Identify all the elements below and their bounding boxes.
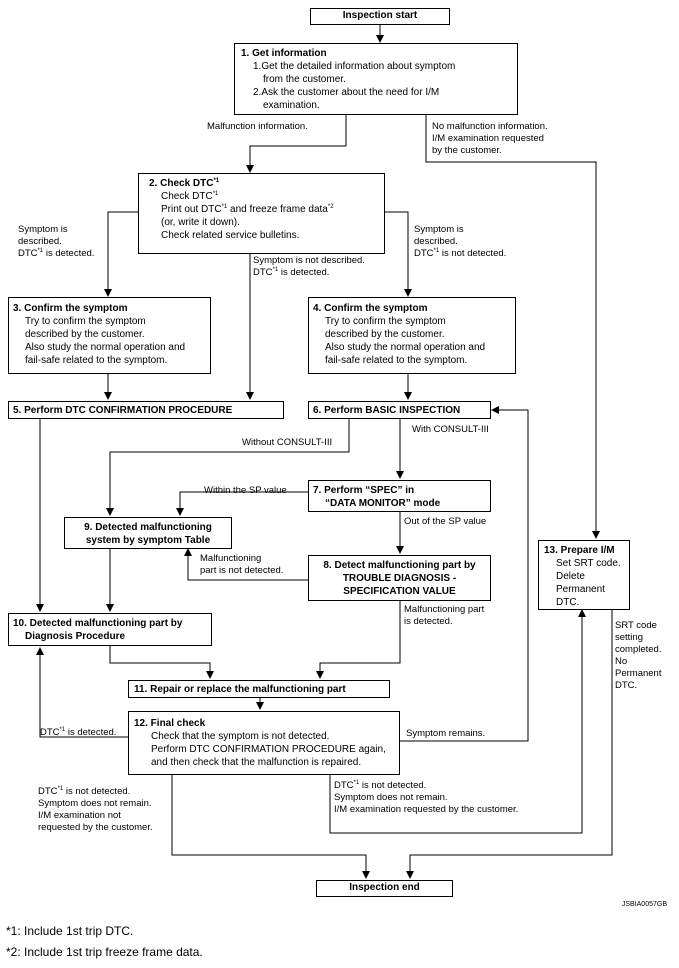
label-out-sp: Out of the SP value xyxy=(404,516,487,527)
arrow-6-to-9 xyxy=(106,419,350,516)
step-1-line: examination. xyxy=(263,100,320,111)
arrow-8-to-9 xyxy=(184,548,308,581)
inspection-end-box: Inspection end xyxy=(316,880,453,897)
step-6-title: 6. Perform BASIC INSPECTION xyxy=(313,405,461,416)
step-5-dtc-confirmation: 5. Perform DTC CONFIRMATION PROCEDURE xyxy=(8,401,284,419)
step-11-title: 11. Repair or replace the malfunctioning… xyxy=(134,684,346,695)
label-dtc-detected: DTC*1 is detected. xyxy=(40,727,117,738)
step-2-line: Check DTC*1 xyxy=(161,191,219,202)
step-13-line: Permanent xyxy=(556,584,605,595)
step-8-title: 8. Detect malfunctioning part by xyxy=(323,560,476,571)
step-1-line: from the customer. xyxy=(263,74,346,85)
step-13-prepare-im: 13. Prepare I/M Set SRT code. Delete Per… xyxy=(538,540,630,610)
step-3-line: fail-safe related to the symptom. xyxy=(25,355,168,366)
step-1-line: 1.Get the detailed information about sym… xyxy=(253,61,456,72)
label-bottom-left: DTC*1 is not detected. Symptom does not … xyxy=(38,786,153,833)
step-4-line: fail-safe related to the symptom. xyxy=(325,355,468,366)
arrow-8-to-11 xyxy=(316,601,401,679)
step-13-title: 13. Prepare I/M xyxy=(544,545,615,556)
step-8-title: TROUBLE DIAGNOSIS - xyxy=(342,573,457,584)
step-12-final-check: 12. Final check Check that the symptom i… xyxy=(128,711,400,775)
step-4-line: Also study the normal operation and xyxy=(325,342,486,353)
arrow-7-to-9 xyxy=(176,491,308,516)
label-without-consult: Without CONSULT-III xyxy=(242,437,333,448)
step-12-line: Perform DTC CONFIRMATION PROCEDURE again… xyxy=(151,744,386,755)
label-symptom-remains: Symptom remains. xyxy=(406,728,486,739)
arrow-12-to-6 xyxy=(400,406,529,742)
step-2-line: Check related service bulletins. xyxy=(161,230,300,241)
step-2-check-dtc: 2. Check DTC*1 Check DTC*1 Print out DTC… xyxy=(138,173,385,254)
inspection-end-label: Inspection end xyxy=(349,882,420,893)
arrow-1-to-13 xyxy=(425,115,600,539)
arrow-1-to-2 xyxy=(246,115,347,173)
step-12-title: 12. Final check xyxy=(134,718,206,729)
label-srt-completed: SRT code setting completed. No Permanent… xyxy=(615,620,662,691)
label-symptom-not-described: Symptom is not described. DTC*1 is detec… xyxy=(253,255,365,278)
label-malfunction-not-detected: Malfunctioning part is not detected. xyxy=(200,553,284,576)
step-9-title: 9. Detected malfunctioning xyxy=(84,522,212,533)
arrow-12-to-13 xyxy=(329,609,586,834)
inspection-start-label: Inspection start xyxy=(342,10,418,21)
step-5-title: 5. Perform DTC CONFIRMATION PROCEDURE xyxy=(13,405,233,416)
label-within-sp: Within the SP value xyxy=(204,485,287,496)
step-9-symptom-table: 9. Detected malfunctioning system by sym… xyxy=(64,517,232,549)
inspection-start-box: Inspection start xyxy=(310,8,450,25)
step-11-repair-replace: 11. Repair or replace the malfunctioning… xyxy=(128,680,390,698)
step-3-title: 3. Confirm the symptom xyxy=(13,303,128,314)
step-4-line: Try to confirm the symptom xyxy=(325,316,446,327)
arrow-2-to-3 xyxy=(104,211,138,297)
step-7-title: 7. Perform “SPEC” in xyxy=(313,485,415,496)
label-malfunction-info: Malfunction information. xyxy=(207,121,308,132)
step-2-title: 2. Check DTC*1 xyxy=(149,178,220,189)
step-1-get-information: 1. Get information 1.Get the detailed in… xyxy=(234,43,518,115)
step-10-diagnosis-procedure: 10. Detected malfunctioning part by Diag… xyxy=(8,613,212,646)
step-1-line: 2.Ask the customer about the need for I/… xyxy=(253,87,440,98)
label-malfunction-detected: Malfunctioning part is detected. xyxy=(404,604,485,627)
step-13-line: DTC. xyxy=(556,597,580,608)
step-3-line: Also study the normal operation and xyxy=(25,342,186,353)
step-3-line: described by the customer. xyxy=(25,329,145,340)
step-7-perform-spec: 7. Perform “SPEC” in “DATA MONITOR” mode xyxy=(308,480,491,512)
label-symptom-described-dtc-detected: Symptom is described. DTC*1 is detected. xyxy=(18,224,95,259)
step-6-basic-inspection: 6. Perform BASIC INSPECTION xyxy=(308,401,491,419)
arrow-12-to-end xyxy=(171,775,370,879)
arrow-10-to-11 xyxy=(109,646,214,679)
footnote-2: *2: Include 1st trip freeze frame data. xyxy=(6,945,203,959)
arrow-13-to-end xyxy=(406,610,613,879)
step-10-title: Diagnosis Procedure xyxy=(25,631,126,642)
step-10-title: 10. Detected malfunctioning part by xyxy=(13,618,183,629)
footnote-1: *1: Include 1st trip DTC. xyxy=(6,924,134,938)
step-9-title: system by symptom Table xyxy=(85,535,211,546)
label-no-malfunction: No malfunction information. I/M examinat… xyxy=(432,121,548,156)
figure-code: JSBIA0057GB xyxy=(621,901,667,908)
step-8-title: SPECIFICATION VALUE xyxy=(343,586,456,597)
step-2-line: Print out DTC*1 and freeze frame data*2 xyxy=(161,204,334,215)
step-13-line: Delete xyxy=(556,571,585,582)
step-1-title: 1. Get information xyxy=(241,48,327,59)
label-with-consult: With CONSULT-III xyxy=(412,424,489,435)
step-7-title: “DATA MONITOR” mode xyxy=(325,498,441,509)
step-4-line: described by the customer. xyxy=(325,329,445,340)
step-12-line: and then check that the malfunction is r… xyxy=(151,757,362,768)
step-3-line: Try to confirm the symptom xyxy=(25,316,146,327)
step-12-line: Check that the symptom is not detected. xyxy=(151,731,330,742)
step-2-line: (or, write it down). xyxy=(161,217,240,228)
label-symptom-described-dtc-not-detected: Symptom is described. DTC*1 is not detec… xyxy=(414,224,507,259)
label-bottom-mid: DTC*1 is not detected. Symptom does not … xyxy=(334,780,519,815)
step-4-title: 4. Confirm the symptom xyxy=(313,303,428,314)
step-13-line: Set SRT code. xyxy=(556,558,621,569)
step-8-trouble-diagnosis: 8. Detect malfunctioning part by TROUBLE… xyxy=(308,555,491,601)
arrow-2-to-4 xyxy=(384,211,412,297)
step-4-confirm-symptom: 4. Confirm the symptom Try to confirm th… xyxy=(308,297,516,374)
step-3-confirm-symptom: 3. Confirm the symptom Try to confirm th… xyxy=(8,297,211,374)
arrow-12-to-10 xyxy=(36,647,128,738)
